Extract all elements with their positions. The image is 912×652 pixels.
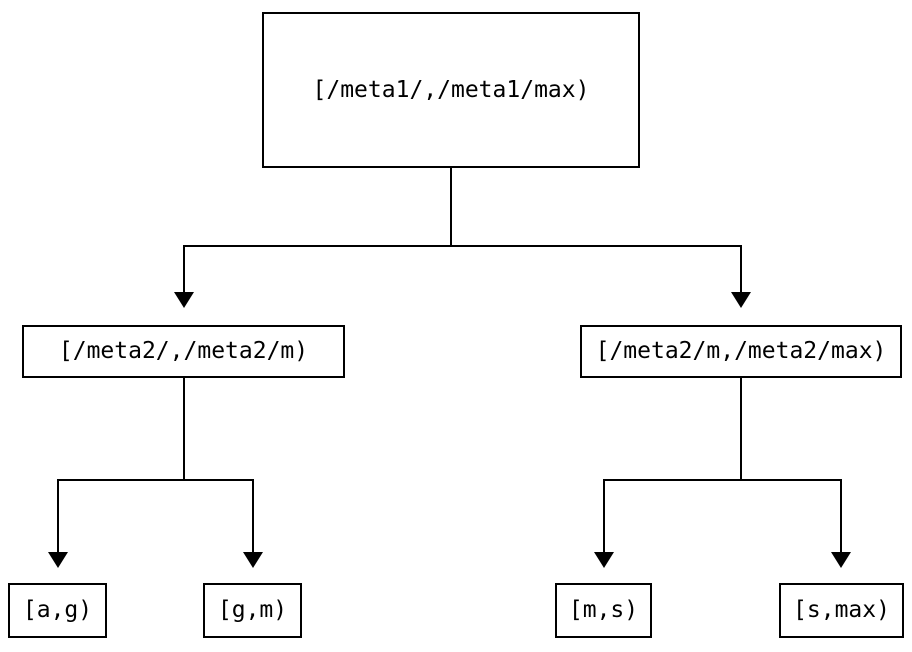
arrowhead-down-icon [48, 552, 68, 568]
leaf-node-m-s: [m,s) [555, 583, 652, 638]
arrowhead-down-icon [831, 552, 851, 568]
connector-root-branch [183, 245, 742, 292]
node-meta1-range: [/meta1/,/meta1/max) [262, 12, 640, 168]
node-meta2-upper-range: [/meta2/m,/meta2/max) [580, 325, 902, 378]
arrowhead-down-icon [731, 292, 751, 308]
node-meta2-lower-range: [/meta2/,/meta2/m) [22, 325, 345, 378]
leaf-node-a-g: [a,g) [8, 583, 107, 638]
leaf-node-g-m: [g,m) [203, 583, 302, 638]
connector-left-branch [57, 479, 254, 552]
arrowhead-down-icon [243, 552, 263, 568]
leaf-node-s-max: [s,max) [779, 583, 904, 638]
connector-right-branch [603, 479, 842, 552]
arrowhead-down-icon [594, 552, 614, 568]
arrowhead-down-icon [174, 292, 194, 308]
